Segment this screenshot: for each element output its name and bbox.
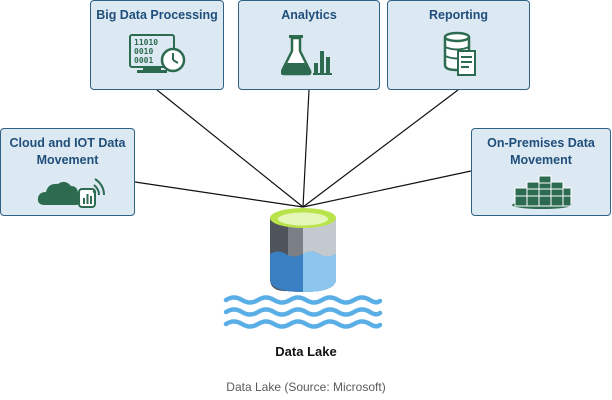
connector-onprem [302, 170, 472, 208]
cloud-iot-data-movement-label: Cloud and IOT Data Movement [9, 136, 126, 167]
big-data-processing-label: Big Data Processing [96, 8, 218, 22]
analytics-label: Analytics [281, 8, 337, 22]
on-premises-data-movement-label: On-Premises Data Movement [487, 136, 595, 167]
on-premises-data-movement-box: On-Premises Data Movement [471, 128, 611, 216]
data-lake-icon [223, 208, 383, 329]
cloud-iot-data-movement-box: Cloud and IOT Data Movement [0, 128, 135, 216]
analytics-box: Analytics [238, 0, 380, 90]
figure-caption: Data Lake (Source: Microsoft) [226, 380, 386, 394]
server-stack-icon [512, 175, 572, 209]
svg-text:0001: 0001 [134, 56, 153, 65]
svg-text:0010: 0010 [134, 47, 153, 56]
binary-clock-icon: 11010 0010 0001 [129, 34, 186, 73]
flask-chart-icon [281, 35, 332, 76]
connector-big-data [156, 89, 304, 208]
svg-text:11010: 11010 [134, 38, 158, 47]
reporting-box: Reporting [387, 0, 530, 90]
connector-cloud [134, 181, 304, 208]
connector-analytics [302, 89, 310, 208]
connector-reporting [302, 89, 459, 208]
cloud-signal-icon [37, 178, 105, 208]
data-lake-title: Data Lake [275, 344, 337, 359]
database-report-icon [443, 31, 476, 76]
big-data-processing-box: Big Data Processing 11010 0010 0001 [90, 0, 224, 90]
reporting-label: Reporting [428, 8, 489, 22]
